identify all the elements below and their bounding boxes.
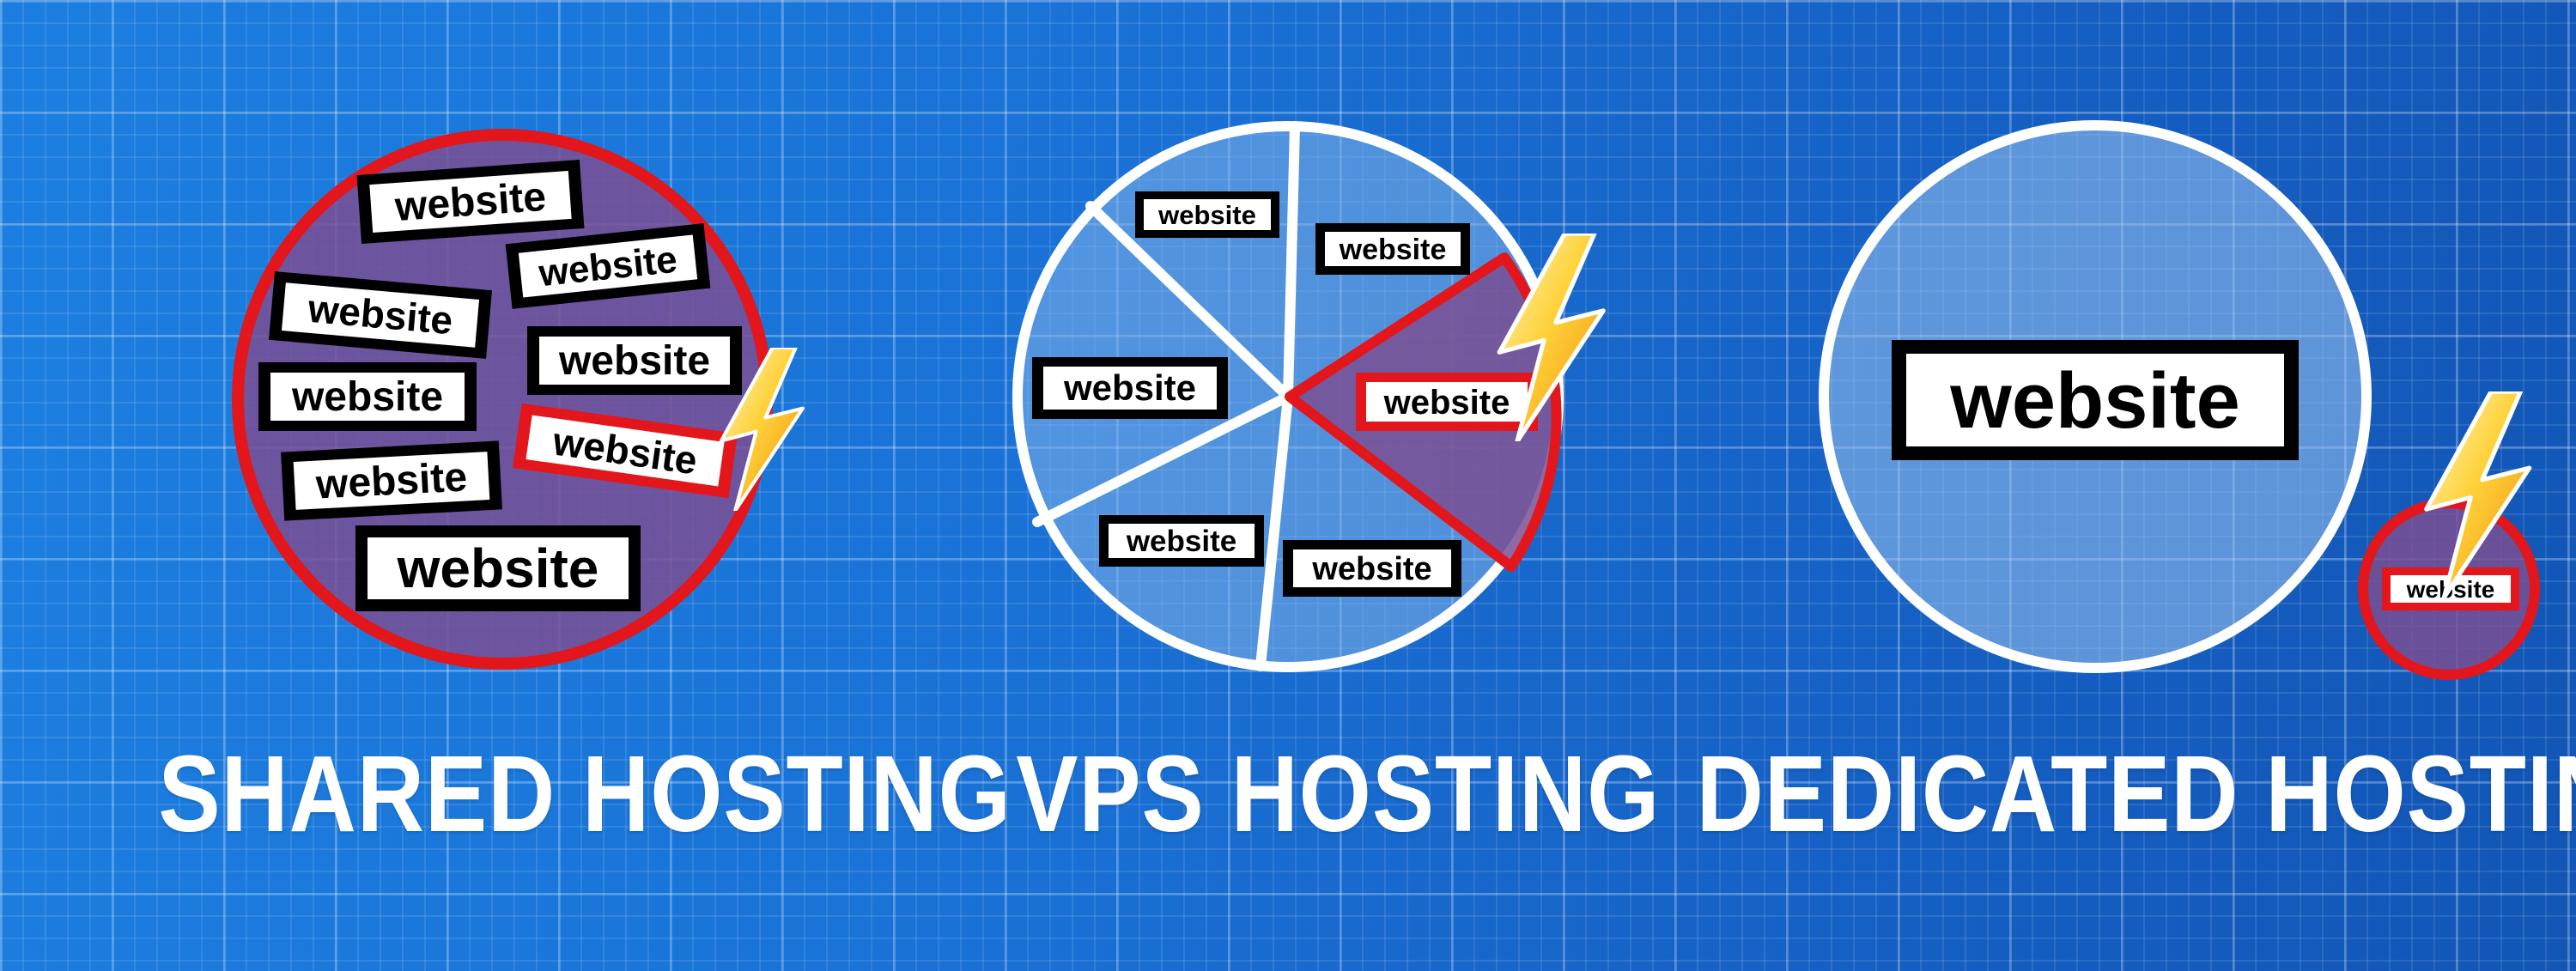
shared-website-box: website — [505, 223, 711, 309]
vps-website-box: website — [1315, 223, 1470, 275]
website-label: website — [397, 537, 599, 599]
website-label: website — [291, 374, 443, 420]
vps-hosting-illustration: website website website website website — [1012, 121, 1603, 672]
vps-website-box: website — [1032, 357, 1228, 419]
vps-partition-lines — [1032, 121, 1300, 671]
shared-website-box-overloaded: website — [512, 403, 738, 499]
shared-website-box: website — [527, 326, 742, 395]
shared-website-box: website — [281, 440, 502, 521]
shared-website-box: website — [356, 160, 585, 244]
vps-hosting-title: VPS HOSTING — [1016, 733, 1661, 854]
website-label: website — [1949, 357, 2239, 445]
dedicated-hosting-illustration: website website — [1819, 120, 2540, 680]
dedicated-website-box: website — [1892, 340, 2299, 460]
shared-website-box: website — [355, 525, 641, 611]
website-label: website — [314, 454, 469, 507]
vps-website-box-overloaded: website — [1356, 373, 1538, 431]
website-label: website — [1311, 551, 1431, 587]
website-label: website — [558, 338, 710, 384]
shared-website-box: website — [268, 271, 493, 359]
vps-website-box: website — [1283, 540, 1461, 597]
website-label: website — [1063, 367, 1196, 408]
website-label: website — [392, 174, 547, 230]
website-label: website — [1126, 525, 1236, 558]
vps-website-box: website — [1099, 515, 1264, 567]
shared-website-box: website — [258, 362, 477, 431]
website-label: website — [1157, 200, 1256, 230]
shared-hosting-illustration: website website website website website — [232, 129, 803, 670]
shared-hosting-title: SHARED HOSTING — [158, 733, 1012, 854]
website-label: website — [1339, 234, 1447, 266]
vps-website-box: website — [1135, 191, 1279, 238]
dedicated-hosting-title: DEDICATED HOSTING — [1696, 733, 2576, 854]
website-label: website — [1383, 384, 1510, 422]
